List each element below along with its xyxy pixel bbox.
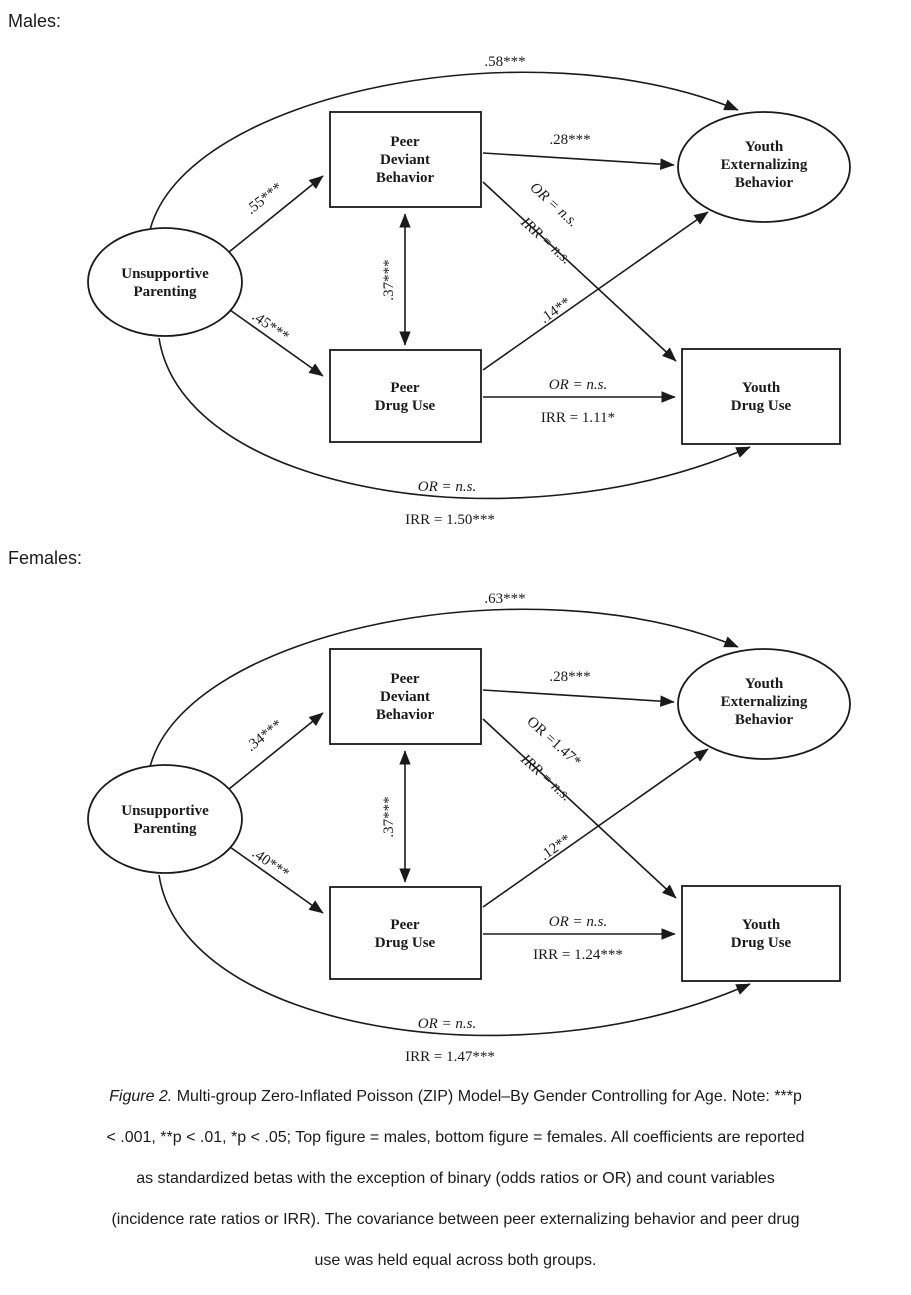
f-node-peer-drug-use: [329, 886, 482, 980]
caption-line-2: < .001, **p < .01, *p < .05; Top figure …: [106, 1129, 805, 1146]
m-coef-bottom-curve-or: OR = n.s.: [418, 479, 476, 495]
f-coef-peer-drug-to-youth-drug-or: OR = n.s.: [549, 914, 607, 930]
m-path-peer-drug-to-externalizing: [482, 211, 709, 371]
f-node-youth-externalizing-behavior: [677, 648, 851, 760]
m-path-parenting-to-externalizing-curve: [149, 71, 739, 231]
m-label-peer-deviant-line2: Deviant: [380, 152, 430, 168]
figure-number-label: Figure 2.: [109, 1088, 173, 1105]
f-label-youth-drug-line2: Drug Use: [731, 935, 792, 951]
m-coef-peer-drug-to-externalizing: .14**: [537, 294, 574, 326]
m-coef-peer-drug-to-youth-drug-or: OR = n.s.: [549, 377, 607, 393]
f-path-parenting-to-externalizing-curve: [149, 608, 739, 768]
males-diagram: Unsupportive Parenting Peer Deviant Beha…: [87, 54, 851, 528]
m-coef-parenting-to-peer-drug: .45***: [249, 308, 292, 345]
m-label-unsupportive-parenting-line2: Parenting: [133, 284, 197, 300]
m-label-peer-deviant-line1: Peer: [390, 134, 419, 150]
f-coef-peer-drug-to-externalizing: .12**: [537, 831, 574, 863]
m-node-unsupportive-parenting: [87, 227, 243, 337]
m-label-youth-externalizing-line2: Externalizing: [721, 157, 808, 173]
f-label-peer-drug-line1: Peer: [390, 917, 419, 933]
m-coef-covariance: .37***: [381, 259, 397, 300]
m-label-youth-externalizing-line1: Youth: [745, 139, 784, 155]
m-label-peer-drug-line1: Peer: [390, 380, 419, 396]
m-path-parenting-to-peer-drug: [229, 309, 324, 377]
f-label-peer-deviant-line2: Deviant: [380, 689, 430, 705]
f-label-youth-externalizing-line2: Externalizing: [721, 694, 808, 710]
f-label-peer-drug-line2: Drug Use: [375, 935, 436, 951]
caption-line-4: (incidence rate ratios or IRR). The cova…: [111, 1211, 800, 1228]
m-node-peer-drug-use: [329, 349, 482, 443]
m-label-youth-externalizing-line3: Behavior: [735, 175, 794, 191]
m-coef-peer-drug-to-youth-drug-irr: IRR = 1.11*: [541, 410, 615, 426]
f-label-unsupportive-parenting-line1: Unsupportive: [121, 803, 209, 819]
f-label-unsupportive-parenting-line2: Parenting: [133, 821, 197, 837]
m-coef-top-curve: .58***: [484, 54, 525, 70]
f-node-unsupportive-parenting: [87, 764, 243, 874]
f-path-parenting-to-peer-drug: [229, 846, 324, 914]
f-label-youth-externalizing-line3: Behavior: [735, 712, 794, 728]
m-label-peer-deviant-line3: Behavior: [376, 170, 435, 186]
females-section-label: Females:: [8, 548, 83, 568]
f-coef-peer-drug-to-youth-drug-irr: IRR = 1.24***: [533, 947, 623, 963]
m-label-youth-drug-line2: Drug Use: [731, 398, 792, 414]
m-path-parenting-to-peer-deviant: [228, 175, 324, 253]
f-coef-bottom-curve-or: OR = n.s.: [418, 1016, 476, 1032]
m-node-youth-externalizing-behavior: [677, 111, 851, 223]
f-path-peer-deviant-to-externalizing: [482, 689, 675, 707]
m-label-peer-drug-line2: Drug Use: [375, 398, 436, 414]
figure-caption: Figure 2. Multi-group Zero-Inflated Pois…: [0, 1074, 911, 1295]
m-path-parenting-to-youth-drug-curve: [158, 337, 751, 500]
f-coef-covariance: .37***: [381, 796, 397, 837]
f-path-parenting-to-youth-drug-curve: [158, 874, 751, 1037]
caption-line-3: as standardized betas with the exception…: [136, 1170, 775, 1187]
m-coef-bottom-curve-irr: IRR = 1.50***: [405, 512, 495, 528]
f-node-youth-drug-use: [681, 885, 841, 982]
m-path-peer-deviant-to-youth-drug: [482, 181, 677, 362]
f-path-peer-deviant-to-youth-drug: [482, 718, 677, 899]
f-coef-bottom-curve-irr: IRR = 1.47***: [405, 1049, 495, 1065]
m-label-unsupportive-parenting-line1: Unsupportive: [121, 266, 209, 282]
m-node-youth-drug-use: [681, 348, 841, 445]
f-coef-top-curve: .63***: [484, 591, 525, 607]
females-diagram: Unsupportive Parenting Peer Deviant Beha…: [87, 591, 851, 1065]
caption-line-5: use was held equal across both groups.: [314, 1252, 597, 1269]
f-label-youth-drug-line1: Youth: [742, 917, 781, 933]
m-coef-peer-deviant-to-externalizing: .28***: [549, 132, 590, 148]
f-path-peer-drug-to-externalizing: [482, 748, 709, 908]
f-node-peer-deviant-behavior: [329, 648, 482, 745]
m-node-peer-deviant-behavior: [329, 111, 482, 208]
males-section-label: Males:: [8, 11, 62, 31]
f-label-peer-deviant-line1: Peer: [390, 671, 419, 687]
f-label-youth-externalizing-line1: Youth: [745, 676, 784, 692]
f-coef-peer-deviant-to-externalizing: .28***: [549, 669, 590, 685]
f-path-parenting-to-peer-deviant: [228, 712, 324, 790]
m-path-peer-deviant-to-externalizing: [482, 152, 675, 170]
f-coef-parenting-to-peer-drug: .40***: [249, 845, 292, 882]
m-label-youth-drug-line1: Youth: [742, 380, 781, 396]
caption-line-1-text: Multi-group Zero-Inflated Poisson (ZIP) …: [172, 1088, 802, 1105]
caption-line-1: Figure 2. Multi-group Zero-Inflated Pois…: [10, 1076, 901, 1117]
f-label-peer-deviant-line3: Behavior: [376, 707, 435, 723]
